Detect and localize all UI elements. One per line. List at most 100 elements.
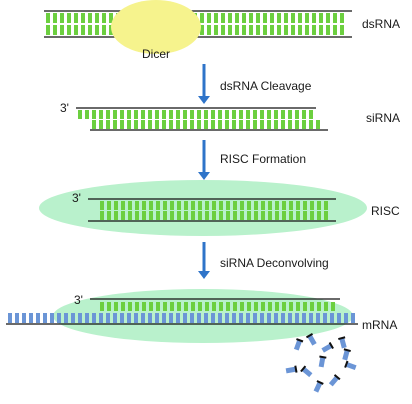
base-tick [177, 302, 181, 311]
base-tick [85, 110, 89, 119]
base-tick [141, 313, 145, 323]
base-tick [99, 110, 103, 119]
base-tick [291, 13, 295, 23]
base-tick [277, 13, 281, 23]
base-tick [95, 13, 99, 23]
base-tick [324, 211, 328, 220]
sirna-stage: 3' siRNA [60, 101, 400, 131]
base-tick [284, 13, 288, 23]
base-tick [247, 211, 251, 220]
step-label-cleavage: dsRNA Cleavage [220, 79, 312, 93]
base-tick [204, 120, 208, 129]
base-tick [319, 13, 323, 23]
base-tick [267, 110, 271, 119]
arrow-head [198, 172, 210, 180]
base-tick [127, 313, 131, 323]
base-tick [330, 313, 334, 323]
base-tick [225, 110, 229, 119]
base-tick [127, 120, 131, 129]
base-tick [149, 211, 153, 220]
base-tick [60, 25, 64, 35]
base-tick [289, 201, 293, 210]
base-tick [326, 25, 330, 35]
base-tick [281, 110, 285, 119]
mrna-fragment [318, 355, 327, 368]
base-tick [162, 110, 166, 119]
base-tick [135, 211, 139, 220]
base-tick [60, 13, 64, 23]
base-tick [155, 313, 159, 323]
base-tick [191, 302, 195, 311]
mrna-bases [8, 313, 355, 323]
base-tick [296, 302, 300, 311]
base-tick [107, 211, 111, 220]
base-tick [254, 302, 258, 311]
base-tick [233, 201, 237, 210]
dicer-label: Dicer [142, 47, 170, 61]
base-tick [235, 13, 239, 23]
base-tick [263, 25, 267, 35]
base-tick [226, 201, 230, 210]
base-tick [298, 13, 302, 23]
base-tick [282, 302, 286, 311]
base-tick [121, 302, 125, 311]
base-tick [169, 110, 173, 119]
base-tick [128, 201, 132, 210]
step-arrow-1: dsRNA Cleavage [198, 64, 312, 104]
base-tick [310, 302, 314, 311]
base-tick [274, 313, 278, 323]
sirna-3prime-label: 3' [60, 101, 69, 115]
base-tick [267, 313, 271, 323]
base-tick [100, 302, 104, 311]
base-tick [240, 201, 244, 210]
base-tick [57, 313, 61, 323]
base-tick [121, 211, 125, 220]
base-tick [114, 211, 118, 220]
base-tick [302, 110, 306, 119]
base-tick [260, 313, 264, 323]
base-tick [109, 25, 113, 35]
base-tick [337, 313, 341, 323]
base-tick [100, 201, 104, 210]
base-tick [191, 201, 195, 210]
base-tick [88, 25, 92, 35]
base-tick [67, 13, 71, 23]
mrna-fragment [305, 333, 317, 346]
base-tick [99, 120, 103, 129]
base-tick [114, 302, 118, 311]
base-tick [284, 25, 288, 35]
base-tick [242, 25, 246, 35]
base-tick [197, 120, 201, 129]
base-tick [282, 211, 286, 220]
base-tick [114, 201, 118, 210]
base-tick [263, 13, 267, 23]
base-tick [295, 110, 299, 119]
base-tick [207, 25, 211, 35]
base-tick [190, 110, 194, 119]
base-tick [107, 302, 111, 311]
base-tick [81, 13, 85, 23]
base-tick [155, 120, 159, 129]
base-tick [200, 13, 204, 23]
base-tick [333, 13, 337, 23]
base-tick [275, 302, 279, 311]
base-tick [184, 201, 188, 210]
base-tick [85, 313, 89, 323]
base-tick [211, 110, 215, 119]
base-tick [239, 313, 243, 323]
base-tick [184, 211, 188, 220]
base-tick [219, 302, 223, 311]
base-tick [324, 302, 328, 311]
base-tick [74, 13, 78, 23]
base-tick [246, 120, 250, 129]
degraded-mrna-fragments [285, 333, 357, 393]
base-tick [88, 13, 92, 23]
base-tick [197, 110, 201, 119]
step-label-risc-formation: RISC Formation [220, 152, 306, 166]
base-tick [176, 120, 180, 129]
base-tick [102, 25, 106, 35]
base-tick [184, 302, 188, 311]
base-tick [198, 302, 202, 311]
mrna-fragment [293, 338, 304, 351]
base-tick [253, 110, 257, 119]
